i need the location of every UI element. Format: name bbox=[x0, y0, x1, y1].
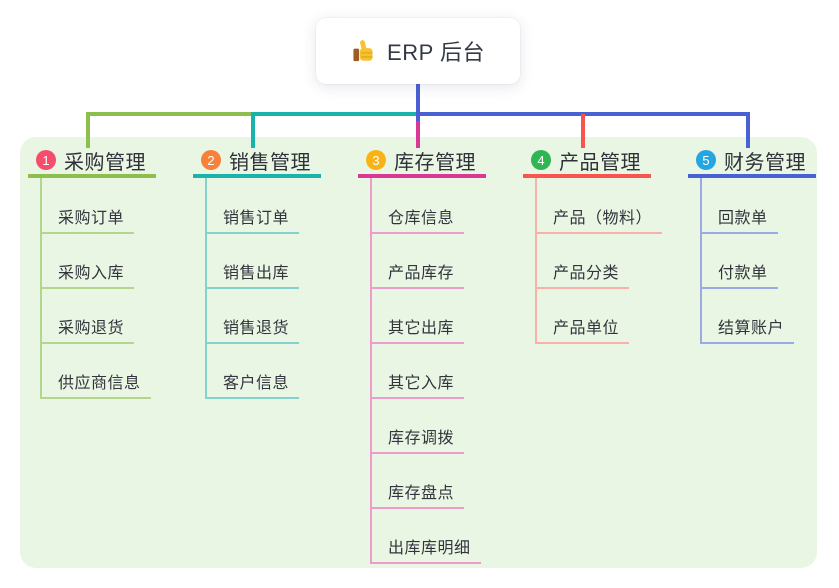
child-node[interactable]: 结算账户 bbox=[700, 318, 795, 344]
child-node[interactable]: 库存调拨 bbox=[370, 428, 465, 454]
children-spine-line bbox=[700, 178, 702, 344]
branch-number-badge: 3 bbox=[366, 150, 386, 170]
child-node[interactable]: 其它入库 bbox=[370, 373, 465, 399]
branch-topic[interactable]: 5 财务管理 bbox=[696, 146, 806, 174]
child-node[interactable]: 供应商信息 bbox=[40, 373, 151, 399]
branch-topic-label: 销售管理 bbox=[229, 151, 311, 174]
branch-drop-line bbox=[581, 114, 585, 148]
child-node[interactable]: 产品单位 bbox=[535, 318, 630, 344]
branch-topic[interactable]: 4 产品管理 bbox=[531, 146, 641, 174]
branch-topic[interactable]: 2 销售管理 bbox=[201, 146, 311, 174]
branch-topic[interactable]: 3 库存管理 bbox=[366, 146, 476, 174]
branch-topic-label: 采购管理 bbox=[64, 151, 146, 174]
child-node[interactable]: 销售订单 bbox=[205, 208, 300, 234]
child-node[interactable]: 产品（物料） bbox=[535, 208, 663, 234]
branch-topic-label: 财务管理 bbox=[724, 151, 806, 174]
branch-number-badge: 2 bbox=[201, 150, 221, 170]
child-node[interactable]: 回款单 bbox=[700, 208, 778, 234]
branch-drop-line bbox=[416, 114, 420, 148]
branch-topic-label: 产品管理 bbox=[559, 151, 641, 174]
root-node[interactable]: ERP 后台 bbox=[316, 18, 520, 84]
child-node[interactable]: 库存盘点 bbox=[370, 483, 465, 509]
child-node[interactable]: 出库库明细 bbox=[370, 538, 481, 564]
branch-topic[interactable]: 1 采购管理 bbox=[36, 146, 146, 174]
child-node[interactable]: 其它出库 bbox=[370, 318, 465, 344]
children-spine-line bbox=[370, 178, 372, 564]
child-node[interactable]: 采购入库 bbox=[40, 263, 135, 289]
thumbs-up-icon bbox=[351, 38, 377, 64]
child-node[interactable]: 付款单 bbox=[700, 263, 778, 289]
child-node[interactable]: 仓库信息 bbox=[370, 208, 465, 234]
child-node[interactable]: 采购退货 bbox=[40, 318, 135, 344]
branch-number-badge: 1 bbox=[36, 150, 56, 170]
branch-topic-label: 库存管理 bbox=[394, 151, 476, 174]
topic-underline bbox=[28, 174, 156, 178]
trunk-segment bbox=[86, 112, 255, 116]
branch-number-badge: 4 bbox=[531, 150, 551, 170]
branch-drop-line bbox=[746, 114, 750, 148]
child-node[interactable]: 采购订单 bbox=[40, 208, 135, 234]
child-node[interactable]: 销售出库 bbox=[205, 263, 300, 289]
child-node[interactable]: 产品分类 bbox=[535, 263, 630, 289]
child-node[interactable]: 客户信息 bbox=[205, 373, 300, 399]
child-node[interactable]: 销售退货 bbox=[205, 318, 300, 344]
child-node[interactable]: 产品库存 bbox=[370, 263, 465, 289]
branches-panel bbox=[20, 137, 817, 568]
topic-underline bbox=[193, 174, 321, 178]
root-label: ERP 后台 bbox=[387, 40, 485, 65]
branch-number-badge: 5 bbox=[696, 150, 716, 170]
topic-underline bbox=[523, 174, 651, 178]
branch-drop-line bbox=[86, 114, 90, 148]
branch-drop-line bbox=[251, 114, 255, 148]
topic-underline bbox=[358, 174, 486, 178]
children-spine-line bbox=[535, 178, 537, 344]
topic-underline bbox=[688, 174, 816, 178]
root-connector-line bbox=[416, 84, 420, 121]
trunk-segment bbox=[251, 112, 420, 116]
